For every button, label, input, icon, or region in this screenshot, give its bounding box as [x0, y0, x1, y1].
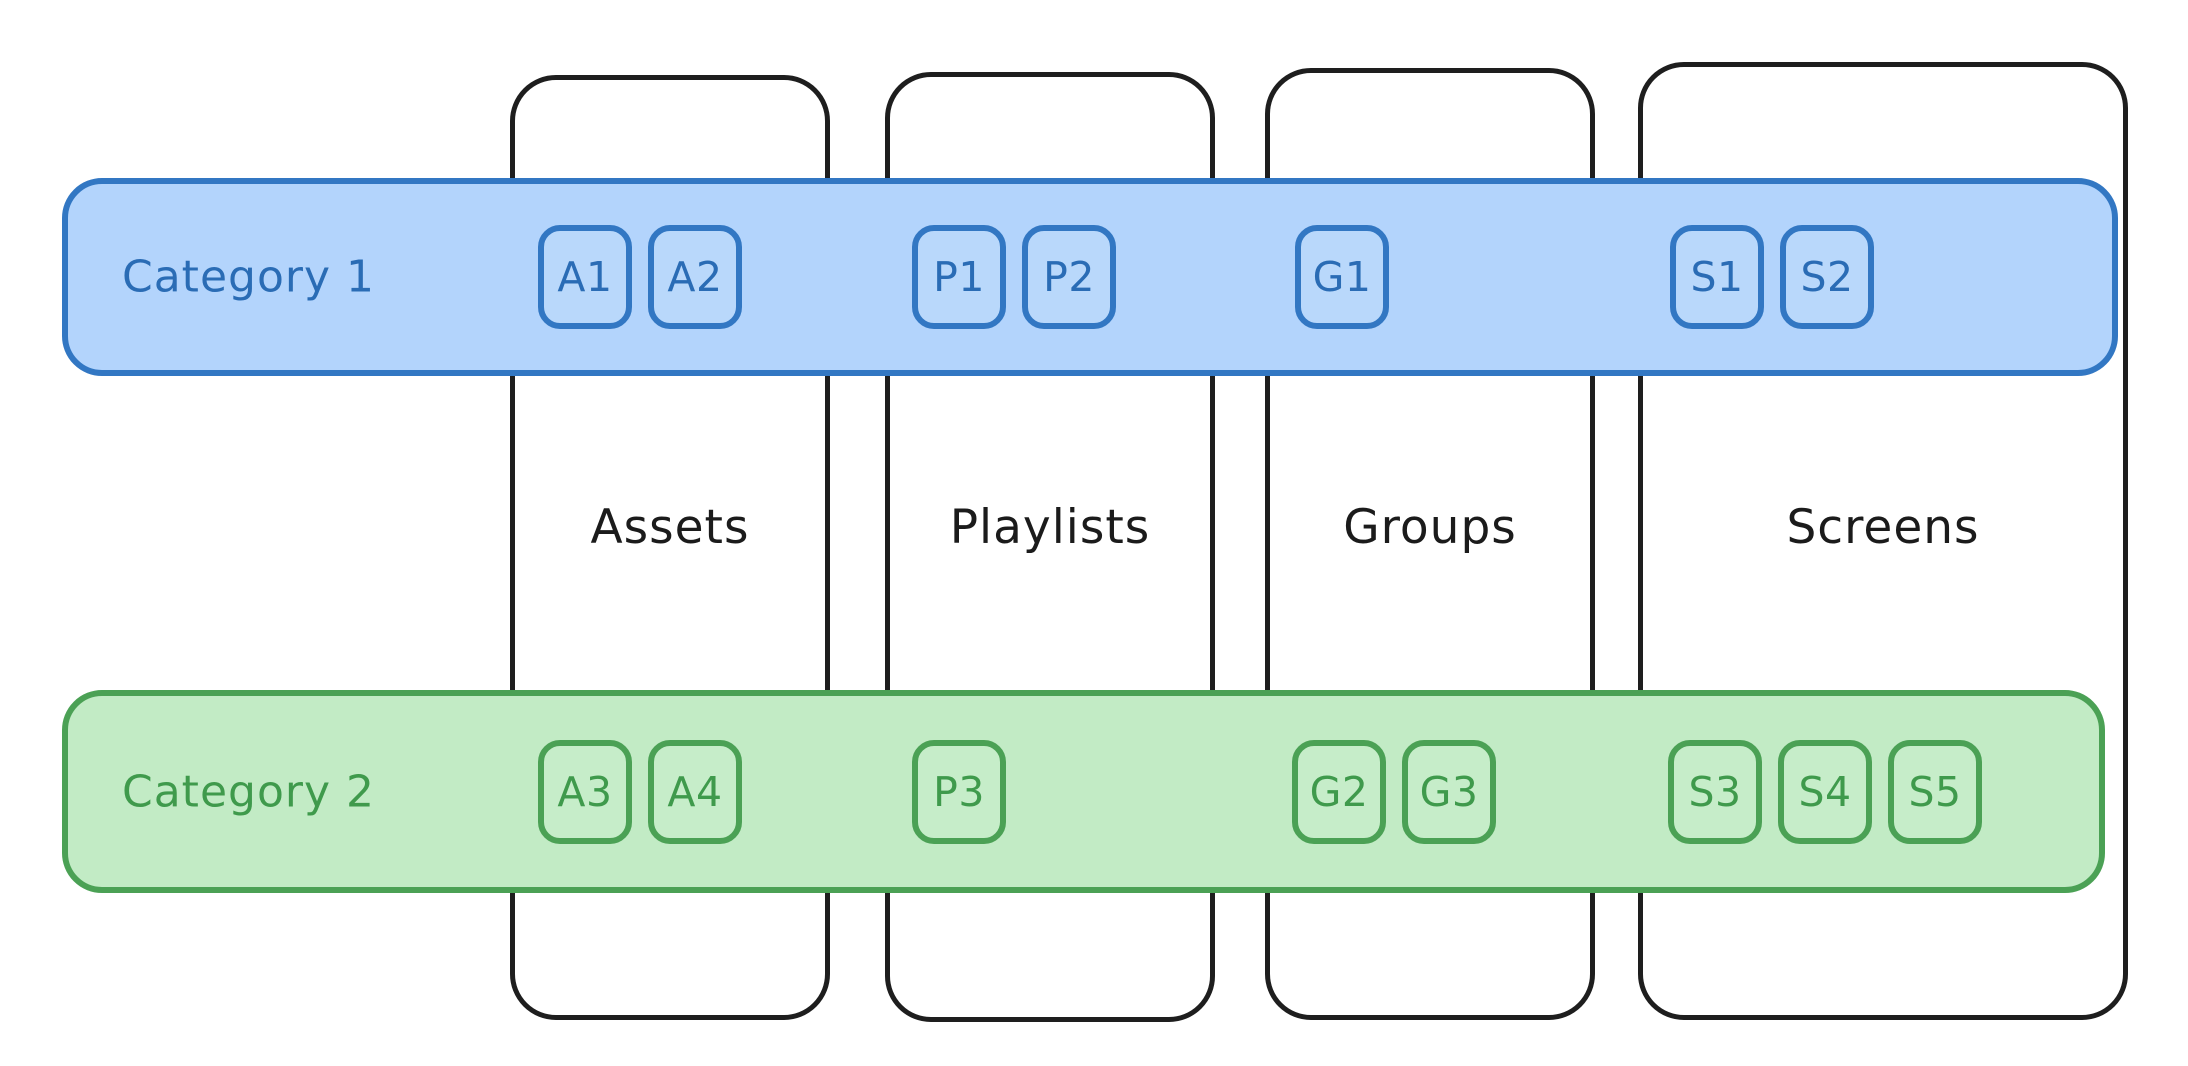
chip-p1[interactable]: P1: [912, 225, 1006, 329]
column-groups-label: Groups: [1343, 500, 1517, 555]
column-playlists-label: Playlists: [949, 500, 1151, 555]
cell-category2-screens: S3 S4 S5: [1668, 740, 1982, 844]
chip-s1[interactable]: S1: [1670, 225, 1764, 329]
cell-category1-groups: G1: [1295, 225, 1389, 329]
chip-g2[interactable]: G2: [1292, 740, 1386, 844]
chip-a1[interactable]: A1: [538, 225, 632, 329]
chip-g1[interactable]: G1: [1295, 225, 1389, 329]
cell-category1-screens: S1 S2: [1670, 225, 1874, 329]
chip-s5[interactable]: S5: [1888, 740, 1982, 844]
cell-category2-groups: G2 G3: [1292, 740, 1496, 844]
band-category-2-label: Category 2: [122, 766, 375, 817]
chip-g3[interactable]: G3: [1402, 740, 1496, 844]
band-category-1-label: Category 1: [122, 251, 375, 303]
chip-s3[interactable]: S3: [1668, 740, 1762, 844]
chip-a4[interactable]: A4: [648, 740, 742, 844]
cell-category1-playlists: P1 P2: [912, 225, 1116, 329]
cell-category2-assets: A3 A4: [538, 740, 742, 844]
chip-a2[interactable]: A2: [648, 225, 742, 329]
chip-p2[interactable]: P2: [1022, 225, 1116, 329]
cell-category2-playlists: P3: [912, 740, 1006, 844]
column-screens-label: Screens: [1786, 500, 1980, 555]
chip-p3[interactable]: P3: [912, 740, 1006, 844]
chip-s4[interactable]: S4: [1778, 740, 1872, 844]
chip-a3[interactable]: A3: [538, 740, 632, 844]
cell-category1-assets: A1 A2: [538, 225, 742, 329]
band-category-2[interactable]: Category 2: [62, 690, 2105, 893]
column-assets-label: Assets: [590, 500, 750, 555]
chip-s2[interactable]: S2: [1780, 225, 1874, 329]
